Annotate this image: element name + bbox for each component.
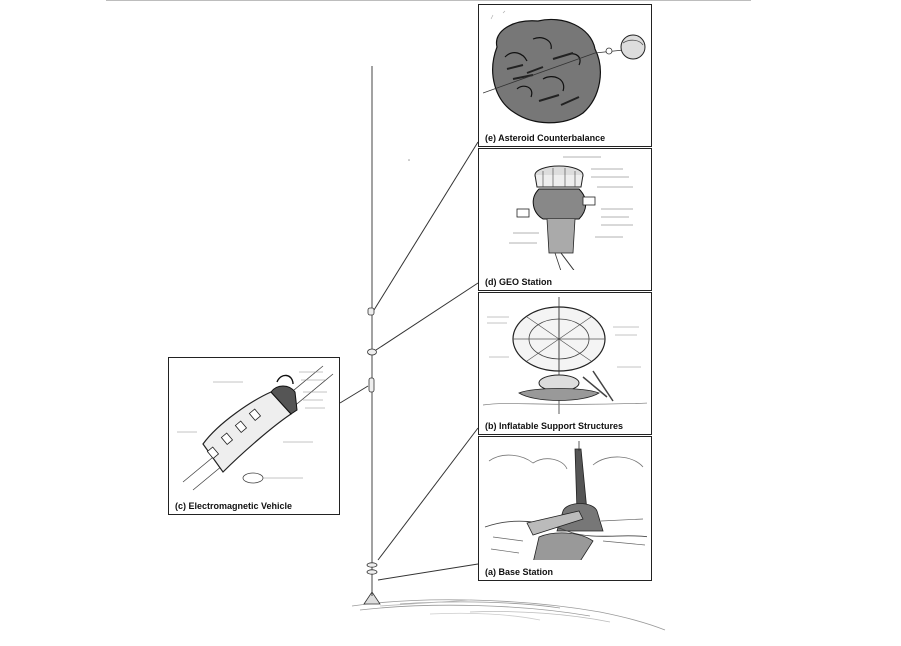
panel-geo-station: (d) GEO Station (478, 148, 652, 291)
panel-base-station: (a) Base Station (478, 436, 652, 581)
tether-base (363, 591, 381, 605)
connector-d (375, 282, 479, 351)
caption-geo-station: (d) GEO Station (485, 277, 552, 287)
base-station-illustration (483, 441, 647, 560)
geo-station-illustration (483, 153, 647, 270)
caption-inflatable-support-structures: (b) Inflatable Support Structures (485, 421, 624, 431)
electromagnetic-vehicle-illustration (173, 362, 335, 494)
panel-asteroid-counterbalance: (e) Asteroid Counterbalance (478, 4, 652, 147)
connector-c (339, 385, 369, 404)
connector-a (377, 563, 479, 581)
connector-b (377, 427, 479, 561)
caption-base-station: (a) Base Station (485, 567, 554, 577)
geo-node (367, 348, 377, 356)
caption-electromagnetic-vehicle: (c) Electromagnetic Vehicle (175, 501, 293, 511)
tether-marker (408, 159, 410, 161)
connector-e (373, 141, 479, 311)
top-rule (106, 0, 751, 1)
base-node-1 (366, 562, 378, 568)
caption-asteroid-counterbalance: (e) Asteroid Counterbalance (485, 133, 606, 143)
panel-electromagnetic-vehicle: (c) Electromagnetic Vehicle (168, 357, 340, 515)
base-node-2 (366, 569, 378, 575)
inflatable-structures-illustration (483, 297, 647, 414)
panel-inflatable-support-structures: (b) Inflatable Support Structures (478, 292, 652, 435)
vehicle-node (368, 377, 375, 393)
ground-sketch (351, 599, 666, 631)
asteroid-illustration (483, 9, 647, 126)
asteroid-node (367, 307, 375, 316)
